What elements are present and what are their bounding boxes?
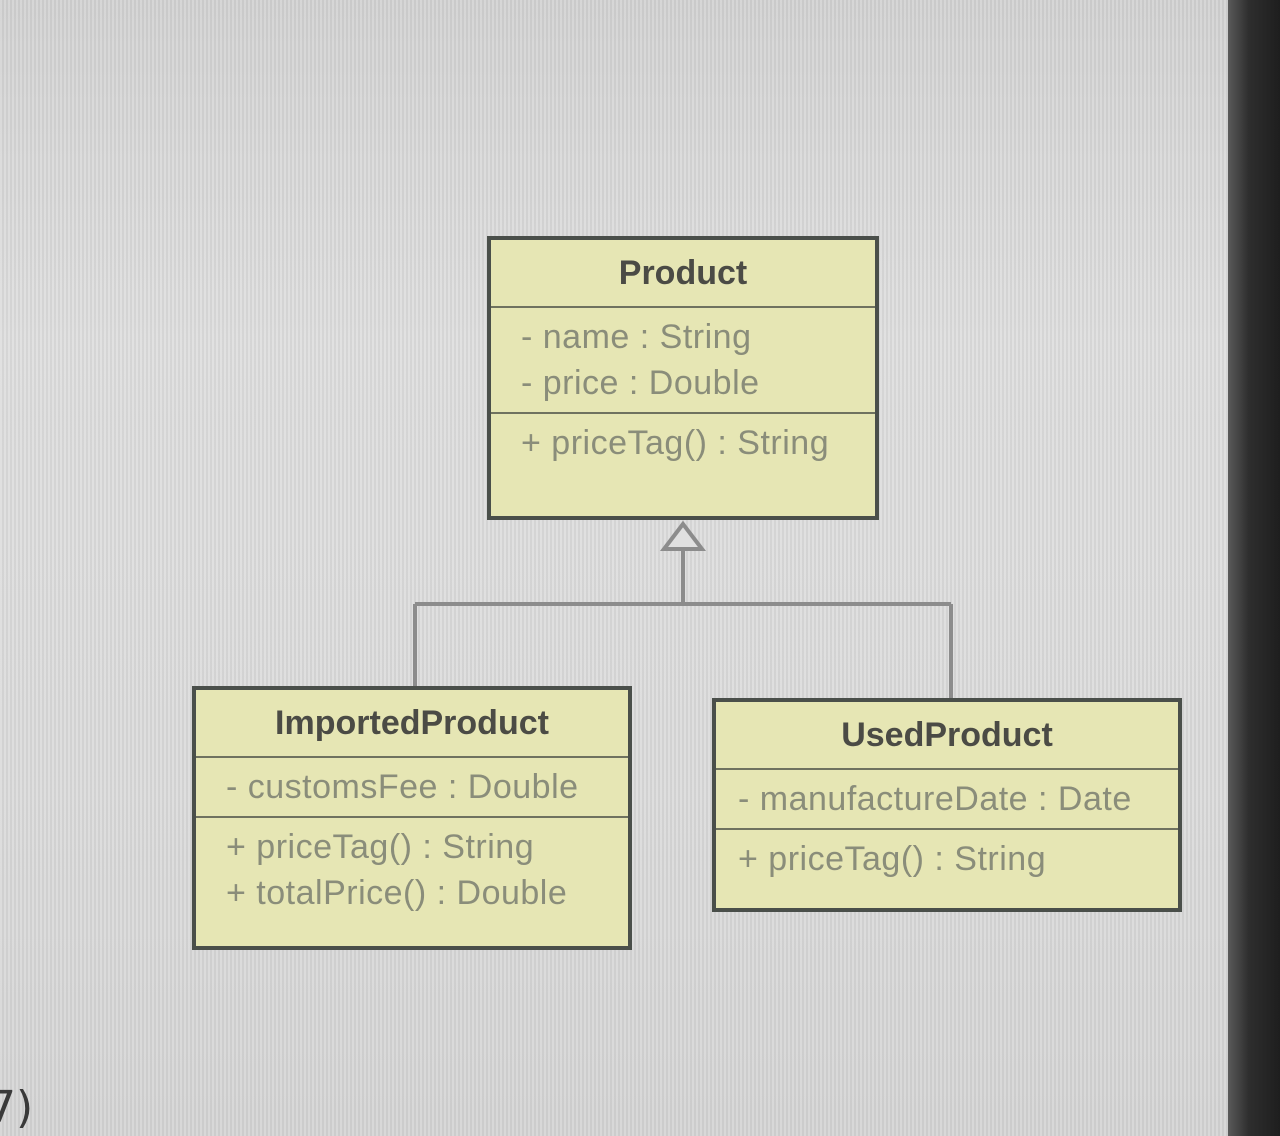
class-product[interactable]: Product - name : String - price : Double… [487,236,879,520]
class-imported-product-operations: + priceTag() : String + totalPrice() : D… [196,816,628,922]
class-used-product-name: UsedProduct [841,716,1053,754]
class-product-operations: + priceTag() : String [491,412,875,472]
operation-price-tag: + priceTag() : String [521,424,830,462]
attribute-price: - price : Double [521,364,760,402]
class-used-product-operations: + priceTag() : String [716,828,1178,888]
class-imported-product-attributes: - customsFee : Double [196,756,628,816]
class-product-attributes: - name : String - price : Double [491,306,875,412]
operation-total-price: + totalPrice() : Double [226,874,568,912]
attribute-name: - name : String [521,318,752,356]
class-used-product-attributes: - manufactureDate : Date [716,768,1178,828]
class-product-name: Product [618,254,748,292]
attribute-manufacture-date: - manufactureDate : Date [738,780,1132,818]
class-imported-product-name: ImportedProduct [275,704,549,742]
class-imported-product[interactable]: ImportedProduct - customsFee : Double + … [192,686,632,950]
operation-price-tag: + priceTag() : String [738,840,1047,878]
question-number: 7) [0,1082,34,1133]
inheritance-arrowhead [659,520,707,551]
class-used-product[interactable]: UsedProduct - manufactureDate : Date + p… [712,698,1182,912]
attribute-customs-fee: - customsFee : Double [226,768,579,806]
monitor-bezel [1228,0,1280,1136]
operation-price-tag: + priceTag() : String [226,828,535,866]
